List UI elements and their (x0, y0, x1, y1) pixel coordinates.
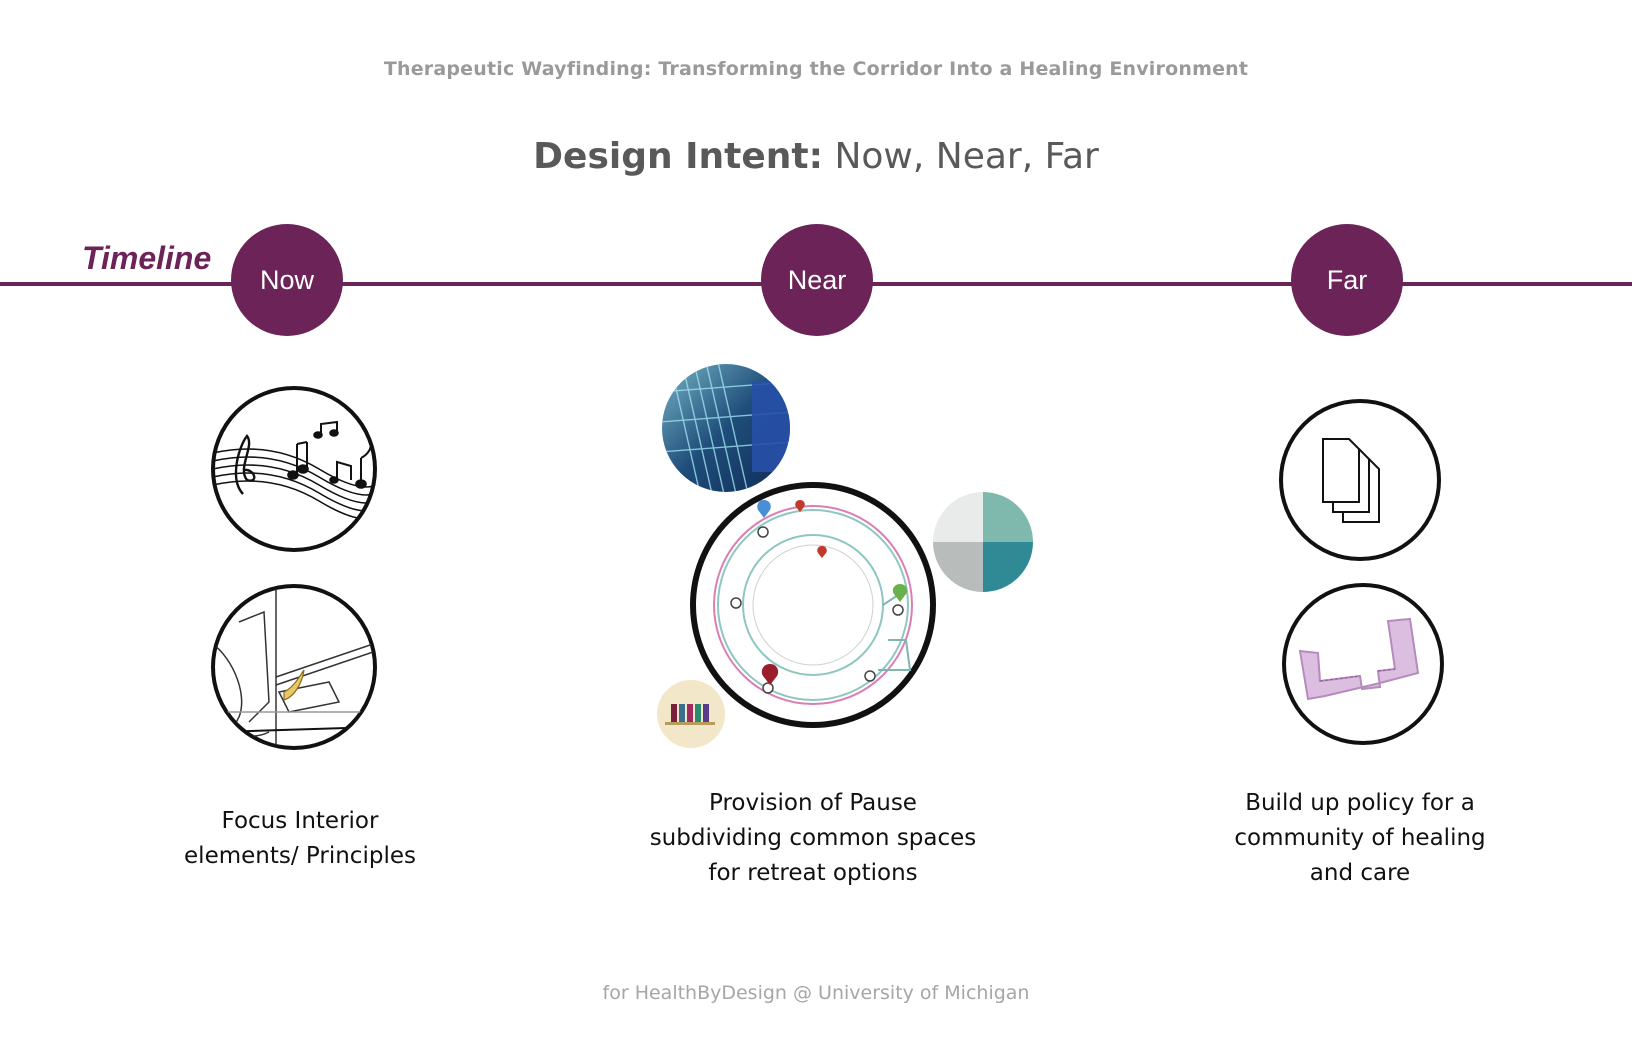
footer-credit: for HealthByDesign @ University of Michi… (602, 982, 1030, 1004)
caption-line: community of healing (1234, 825, 1486, 851)
presentation-subtitle: Therapeutic Wayfinding: Transforming the… (383, 58, 1249, 80)
caption-line: and care (1309, 860, 1411, 886)
timeline-node-far: Far (1291, 224, 1403, 336)
material-swatch-icon (933, 492, 1033, 592)
page-title-bold: Design Intent: (533, 136, 824, 177)
floor-plan-icon (1282, 583, 1444, 745)
caption-line: subdividing common spaces (649, 825, 977, 851)
documents-icon (1279, 399, 1441, 561)
color-sample-icon (657, 680, 725, 748)
caption-line: elements/ Principles (184, 843, 416, 869)
page-title: Design Intent: Now, Near, Far (0, 136, 1632, 177)
texture-photo-icon (662, 364, 790, 492)
corridor-handrail-icon (211, 584, 377, 750)
caption-line: Build up policy for a (1245, 790, 1475, 816)
caption-far: Build up policy for a community of heali… (1180, 786, 1540, 891)
music-notes-icon (211, 386, 377, 552)
caption-near: Provision of Pause subdividing common sp… (613, 786, 1013, 891)
caption-line: Provision of Pause (709, 790, 917, 816)
page-title-rest: Now, Near, Far (823, 136, 1099, 177)
timeline-label: Timeline (82, 240, 212, 276)
corridor-circulation-map-icon (690, 482, 936, 728)
timeline-node-now: Now (231, 224, 343, 336)
caption-line: Focus Interior (221, 808, 379, 834)
caption-line: for retreat options (708, 860, 918, 886)
caption-now: Focus Interior elements/ Principles (150, 804, 450, 874)
timeline-node-near: Near (761, 224, 873, 336)
